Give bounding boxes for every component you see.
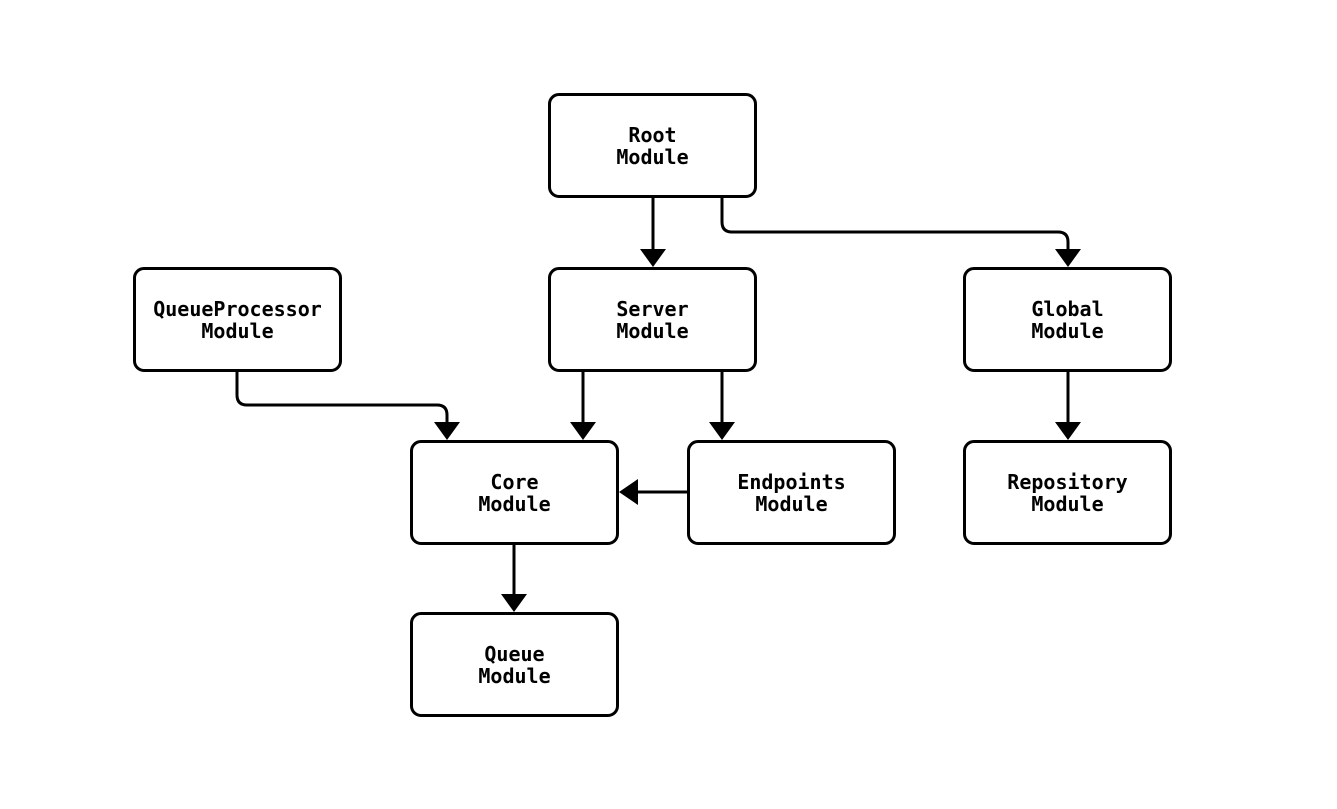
- node-label-line2: Module: [755, 491, 828, 516]
- node-label-line1: Global: [1031, 296, 1104, 321]
- node-endpoints-module: Endpoints Module: [687, 440, 896, 545]
- edge-queueprocessor-to-core: [235, 370, 460, 440]
- edge-server-to-endpoints: [709, 370, 735, 440]
- node-label-line1: Endpoints: [737, 469, 846, 494]
- node-label-line2: Module: [616, 318, 689, 343]
- edge-global-to-repository: [1055, 370, 1081, 440]
- node-label-line2: Module: [478, 491, 551, 516]
- node-queueprocessor-module: QueueProcessor Module: [133, 267, 342, 372]
- node-label-line1: Repository: [1007, 469, 1128, 494]
- edge-server-to-core: [570, 370, 596, 440]
- node-label-line1: Server: [616, 296, 689, 321]
- node-label-line1: QueueProcessor: [153, 296, 322, 321]
- node-server-module: Server Module: [548, 267, 757, 372]
- node-root-module: Root Module: [548, 93, 757, 198]
- node-global-module: Global Module: [963, 267, 1172, 372]
- node-label-line2: Module: [616, 144, 689, 169]
- node-queue-module: Queue Module: [410, 612, 619, 717]
- edge-core-to-queue: [501, 543, 527, 612]
- node-label-line1: Root: [628, 122, 677, 147]
- node-label-line2: Module: [478, 663, 551, 688]
- node-label-line1: Queue: [484, 641, 545, 666]
- node-repository-module: Repository Module: [963, 440, 1172, 545]
- edge-root-to-server: [640, 196, 666, 267]
- node-label-line2: Module: [201, 318, 274, 343]
- node-label-line2: Module: [1031, 318, 1104, 343]
- node-core-module: Core Module: [410, 440, 619, 545]
- node-label-line1: Core: [490, 469, 539, 494]
- edge-root-to-global: [720, 196, 1081, 267]
- node-label-line2: Module: [1031, 491, 1104, 516]
- edge-endpoints-to-core: [619, 479, 689, 505]
